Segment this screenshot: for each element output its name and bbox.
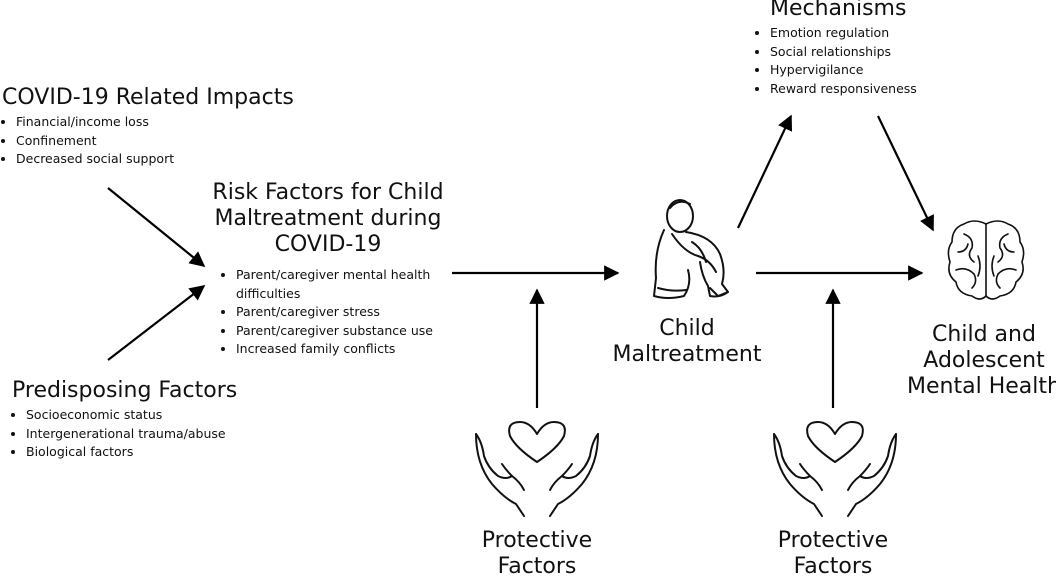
maltreatment-line: Maltreatment <box>612 342 762 367</box>
list-item: Socioeconomic status <box>26 406 237 425</box>
mechanisms-list: Emotion regulation Social relationships … <box>756 24 917 98</box>
maltreatment-line: Child <box>659 316 715 341</box>
mechanisms-title: Mechanisms <box>770 0 907 21</box>
arrow-covid-to-risk <box>107 187 206 267</box>
sitting-child-icon <box>653 199 729 299</box>
risk-title-line: Maltreatment during <box>214 206 442 231</box>
risk-title-line: COVID-19 <box>274 232 382 257</box>
risk-title-block: Risk Factors for Child Maltreatment duri… <box>208 180 448 258</box>
arrow-mechanisms-to-health <box>877 115 934 232</box>
arrow-predisposing-to-risk <box>107 285 206 361</box>
protective-line: Protective <box>481 528 593 553</box>
list-item: Confinement <box>16 132 294 151</box>
list-item: Increased family conflicts <box>236 340 462 359</box>
brain-icon <box>947 220 1025 300</box>
hands-heart-icon <box>475 421 599 517</box>
risk-title-line: Risk Factors for Child <box>212 180 444 205</box>
list-item: Parent/caregiver mental health difficult… <box>236 266 462 303</box>
list-item: Financial/income loss <box>16 113 294 132</box>
list-item: Intergenerational trauma/abuse <box>26 425 237 444</box>
list-item: Parent/caregiver substance use <box>236 322 462 341</box>
covid-impacts-list: Financial/income loss Confinement Decrea… <box>2 113 294 169</box>
list-item: Biological factors <box>26 443 237 462</box>
protective-left-label: Protective Factors <box>462 528 612 580</box>
outcome-line: Child and <box>932 322 1036 347</box>
protective-line: Factors <box>793 554 873 579</box>
protective-line: Factors <box>497 554 577 579</box>
mechanisms-block: Mechanisms Emotion regulation Social rel… <box>756 0 917 98</box>
list-item: Decreased social support <box>16 150 294 169</box>
outcome-line: Mental Health <box>907 374 1056 399</box>
list-item: Hypervigilance <box>770 61 917 80</box>
arrow-maltreatment-to-mechanisms <box>737 114 793 229</box>
list-item: Reward responsiveness <box>770 80 917 99</box>
protective-line: Protective <box>777 528 889 553</box>
list-item: Social relationships <box>770 43 917 62</box>
protective-right-label: Protective Factors <box>758 528 908 580</box>
outcome-line: Adolescent <box>923 348 1045 373</box>
maltreatment-label: Child Maltreatment <box>612 316 762 368</box>
predisposing-list: Socioeconomic status Intergenerational t… <box>12 406 237 462</box>
hands-heart-icon <box>773 421 897 517</box>
predisposing-block: Predisposing Factors Socioeconomic statu… <box>12 378 237 462</box>
covid-impacts-title: COVID-19 Related Impacts <box>2 85 294 110</box>
list-item: Emotion regulation <box>770 24 917 43</box>
risk-list: Parent/caregiver mental health difficult… <box>222 266 462 359</box>
covid-impacts-block: COVID-19 Related Impacts Financial/incom… <box>2 85 294 169</box>
outcome-label: Child and Adolescent Mental Health <box>906 322 1056 400</box>
predisposing-title: Predisposing Factors <box>12 378 238 403</box>
list-item: Parent/caregiver stress <box>236 303 462 322</box>
